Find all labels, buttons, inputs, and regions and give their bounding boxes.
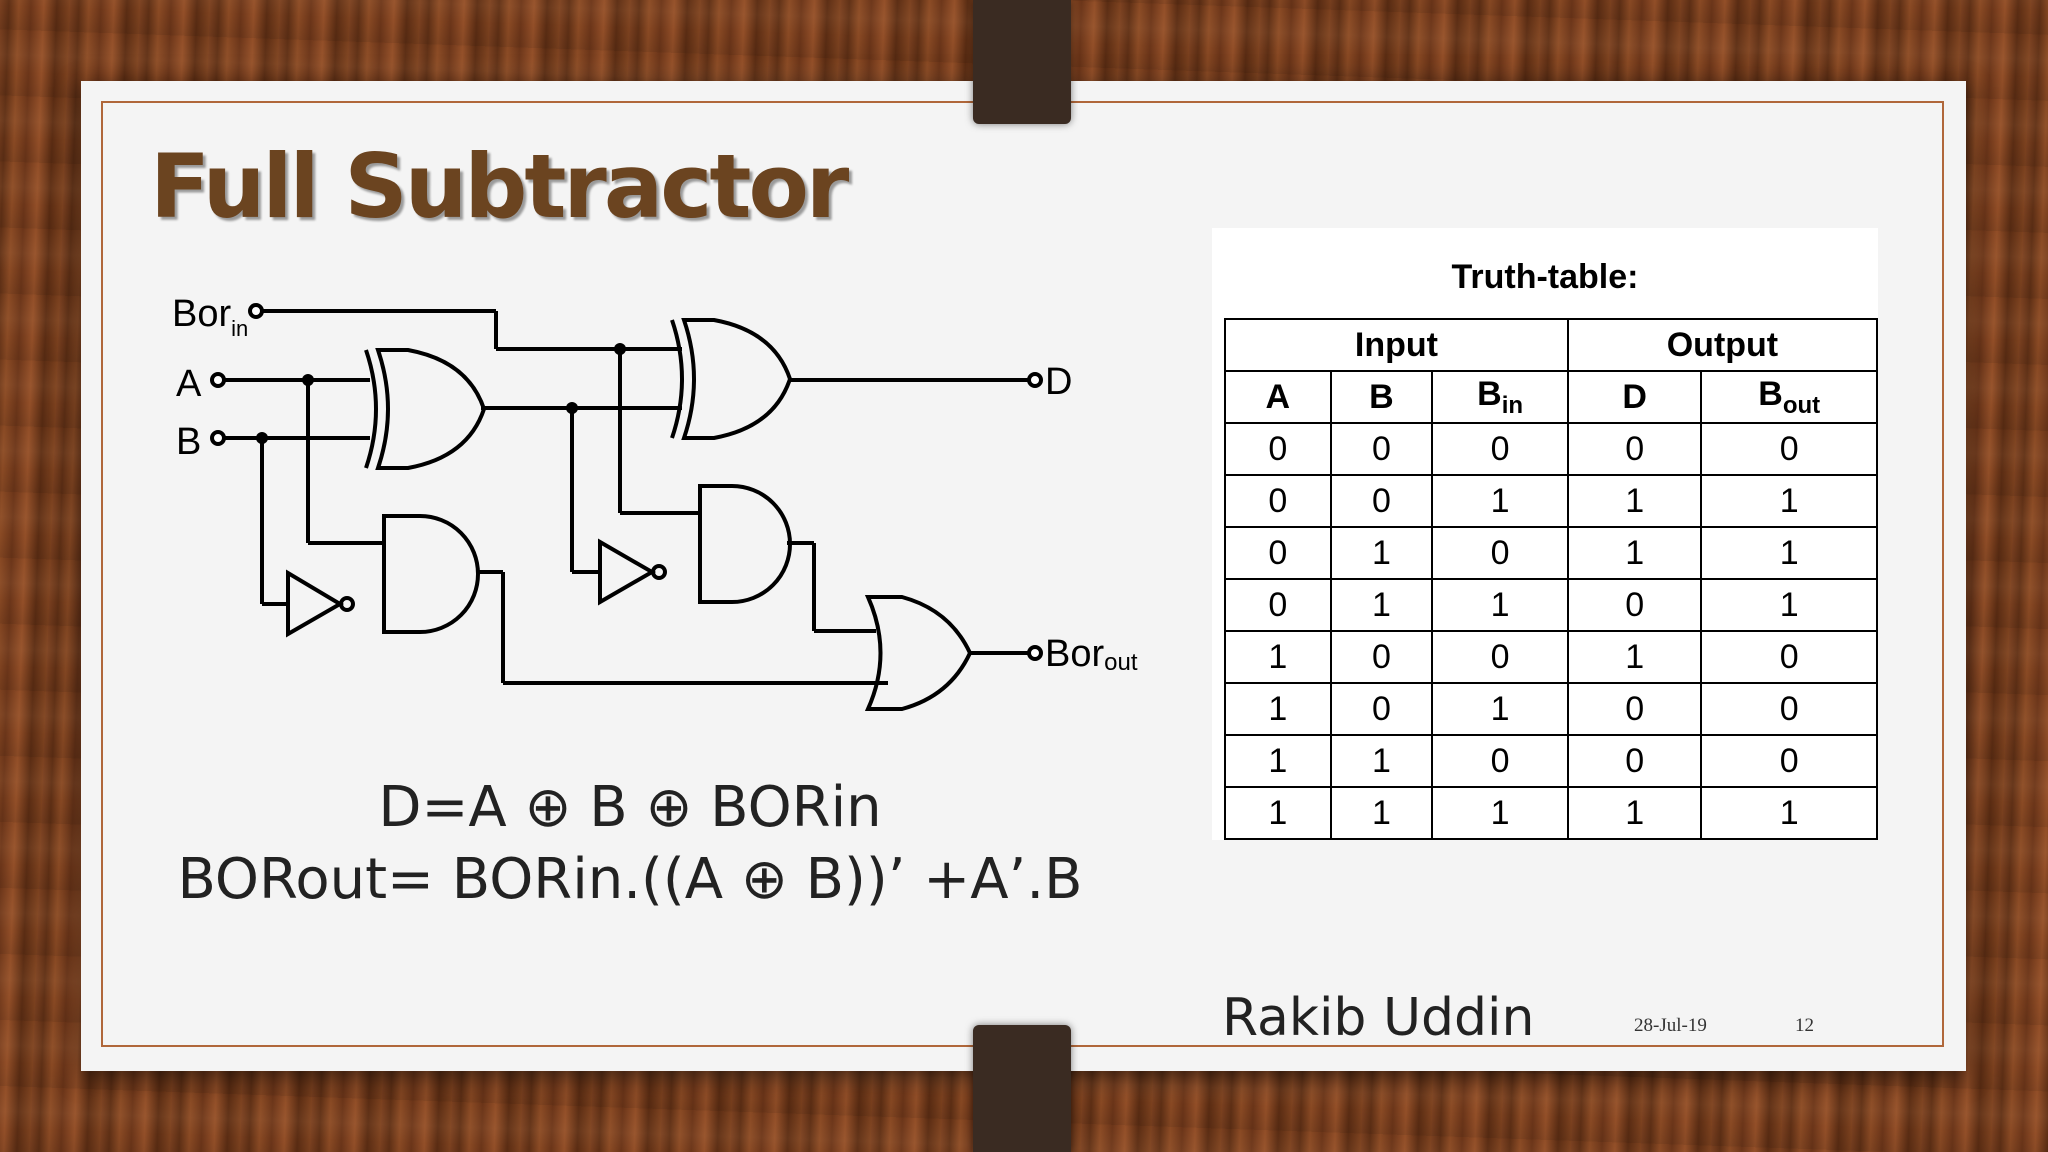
label-a: A (176, 363, 202, 405)
table-cell: 0 (1700, 682, 1878, 736)
label-bor-out: Borout (1045, 633, 1138, 676)
table-cell: 0 (1224, 422, 1332, 476)
table-cell: 1 (1431, 578, 1569, 632)
xor-gate-icon (670, 318, 793, 440)
terminal-bor-out (1027, 645, 1043, 661)
table-cell: 0 (1566, 734, 1703, 788)
table-cell: 1 (1700, 786, 1878, 840)
column-header-bin: Bin (1431, 370, 1569, 424)
table-cell: 0 (1431, 630, 1569, 684)
table-cell: 1 (1700, 578, 1878, 632)
and-gate-icon (382, 514, 480, 634)
or-gate-icon (864, 595, 973, 711)
slide-title: Full Subtractor (150, 135, 849, 238)
table-cell: 0 (1329, 630, 1434, 684)
slide-date: 28-Jul-19 (1634, 1015, 1707, 1036)
column-header-bout: Bout (1700, 370, 1878, 424)
table-cell: 0 (1224, 526, 1332, 580)
and-gate-icon (698, 484, 792, 604)
not-gate-icon (598, 538, 667, 606)
table-cell: 1 (1329, 578, 1434, 632)
table-cell: 0 (1566, 422, 1703, 476)
slide-number: 12 (1795, 1015, 1814, 1036)
column-header-a: A (1224, 370, 1332, 424)
equation-borrow-out: BORout= BORin.((A ⊕ B))’ +A’.B (177, 847, 1083, 912)
table-cell: 0 (1224, 474, 1332, 528)
junction-dot (256, 432, 268, 444)
table-cell: 0 (1700, 630, 1878, 684)
table-cell: 1 (1431, 786, 1569, 840)
table-cell: 0 (1431, 526, 1569, 580)
table-cell: 1 (1329, 786, 1434, 840)
input-group-header: Input (1224, 318, 1569, 372)
terminal-b (210, 430, 226, 446)
table-cell: 1 (1329, 526, 1434, 580)
junction-dot (566, 402, 578, 414)
truth-table-panel: Truth-table: Input Output A B Bin D Bout… (1212, 228, 1879, 840)
group-header-row: Input Output (1224, 318, 1879, 372)
not-gate-icon (286, 569, 355, 638)
table-cell: 0 (1431, 422, 1569, 476)
terminal-bor-in (248, 303, 264, 319)
table-cell: 0 (1566, 682, 1703, 736)
equations: D=A ⊕ B ⊕ BORin BORout= BORin.((A ⊕ B))’… (160, 772, 1100, 916)
author-name: Rakib Uddin (1222, 988, 1535, 1048)
table-cell: 1 (1566, 474, 1703, 528)
table-cell: 1 (1700, 474, 1878, 528)
table-cell: 1 (1224, 630, 1332, 684)
table-cell: 0 (1329, 682, 1434, 736)
table-cell: 1 (1224, 786, 1332, 840)
table-cell: 0 (1700, 734, 1878, 788)
column-header-b: B (1329, 370, 1434, 424)
label-b: B (176, 421, 201, 463)
table-cell: 1 (1329, 734, 1434, 788)
table-cell: 1 (1224, 682, 1332, 736)
table-cell: 0 (1224, 578, 1332, 632)
column-header-d: D (1566, 370, 1703, 424)
label-d: D (1045, 361, 1072, 403)
terminal-a (210, 372, 226, 388)
table-cell: 1 (1700, 526, 1878, 580)
table-cell: 0 (1566, 578, 1703, 632)
table-cell: 0 (1329, 474, 1434, 528)
junction-dot (614, 343, 626, 355)
table-cell: 0 (1431, 734, 1569, 788)
output-group-header: Output (1566, 318, 1879, 372)
table-cell: 0 (1329, 422, 1434, 476)
binder-strap-top (973, 0, 1071, 124)
equation-difference: D=A ⊕ B ⊕ BORin (378, 775, 882, 840)
table-cell: 1 (1566, 630, 1703, 684)
label-bor-in: Borin (172, 293, 248, 341)
column-header-row: A B Bin D Bout (1224, 370, 1878, 424)
table-cell: 1 (1431, 682, 1569, 736)
xor-gate-icon (364, 348, 487, 470)
table-cell: 1 (1566, 526, 1703, 580)
binder-strap-bottom (973, 1025, 1071, 1152)
table-cell: 1 (1566, 786, 1703, 840)
terminal-d (1027, 372, 1043, 388)
table-cell: 1 (1224, 734, 1332, 788)
truth-table-title: Truth-table: (1451, 258, 1639, 296)
table-cell: 1 (1431, 474, 1569, 528)
table-cell: 0 (1700, 422, 1878, 476)
junction-dot (302, 374, 314, 386)
